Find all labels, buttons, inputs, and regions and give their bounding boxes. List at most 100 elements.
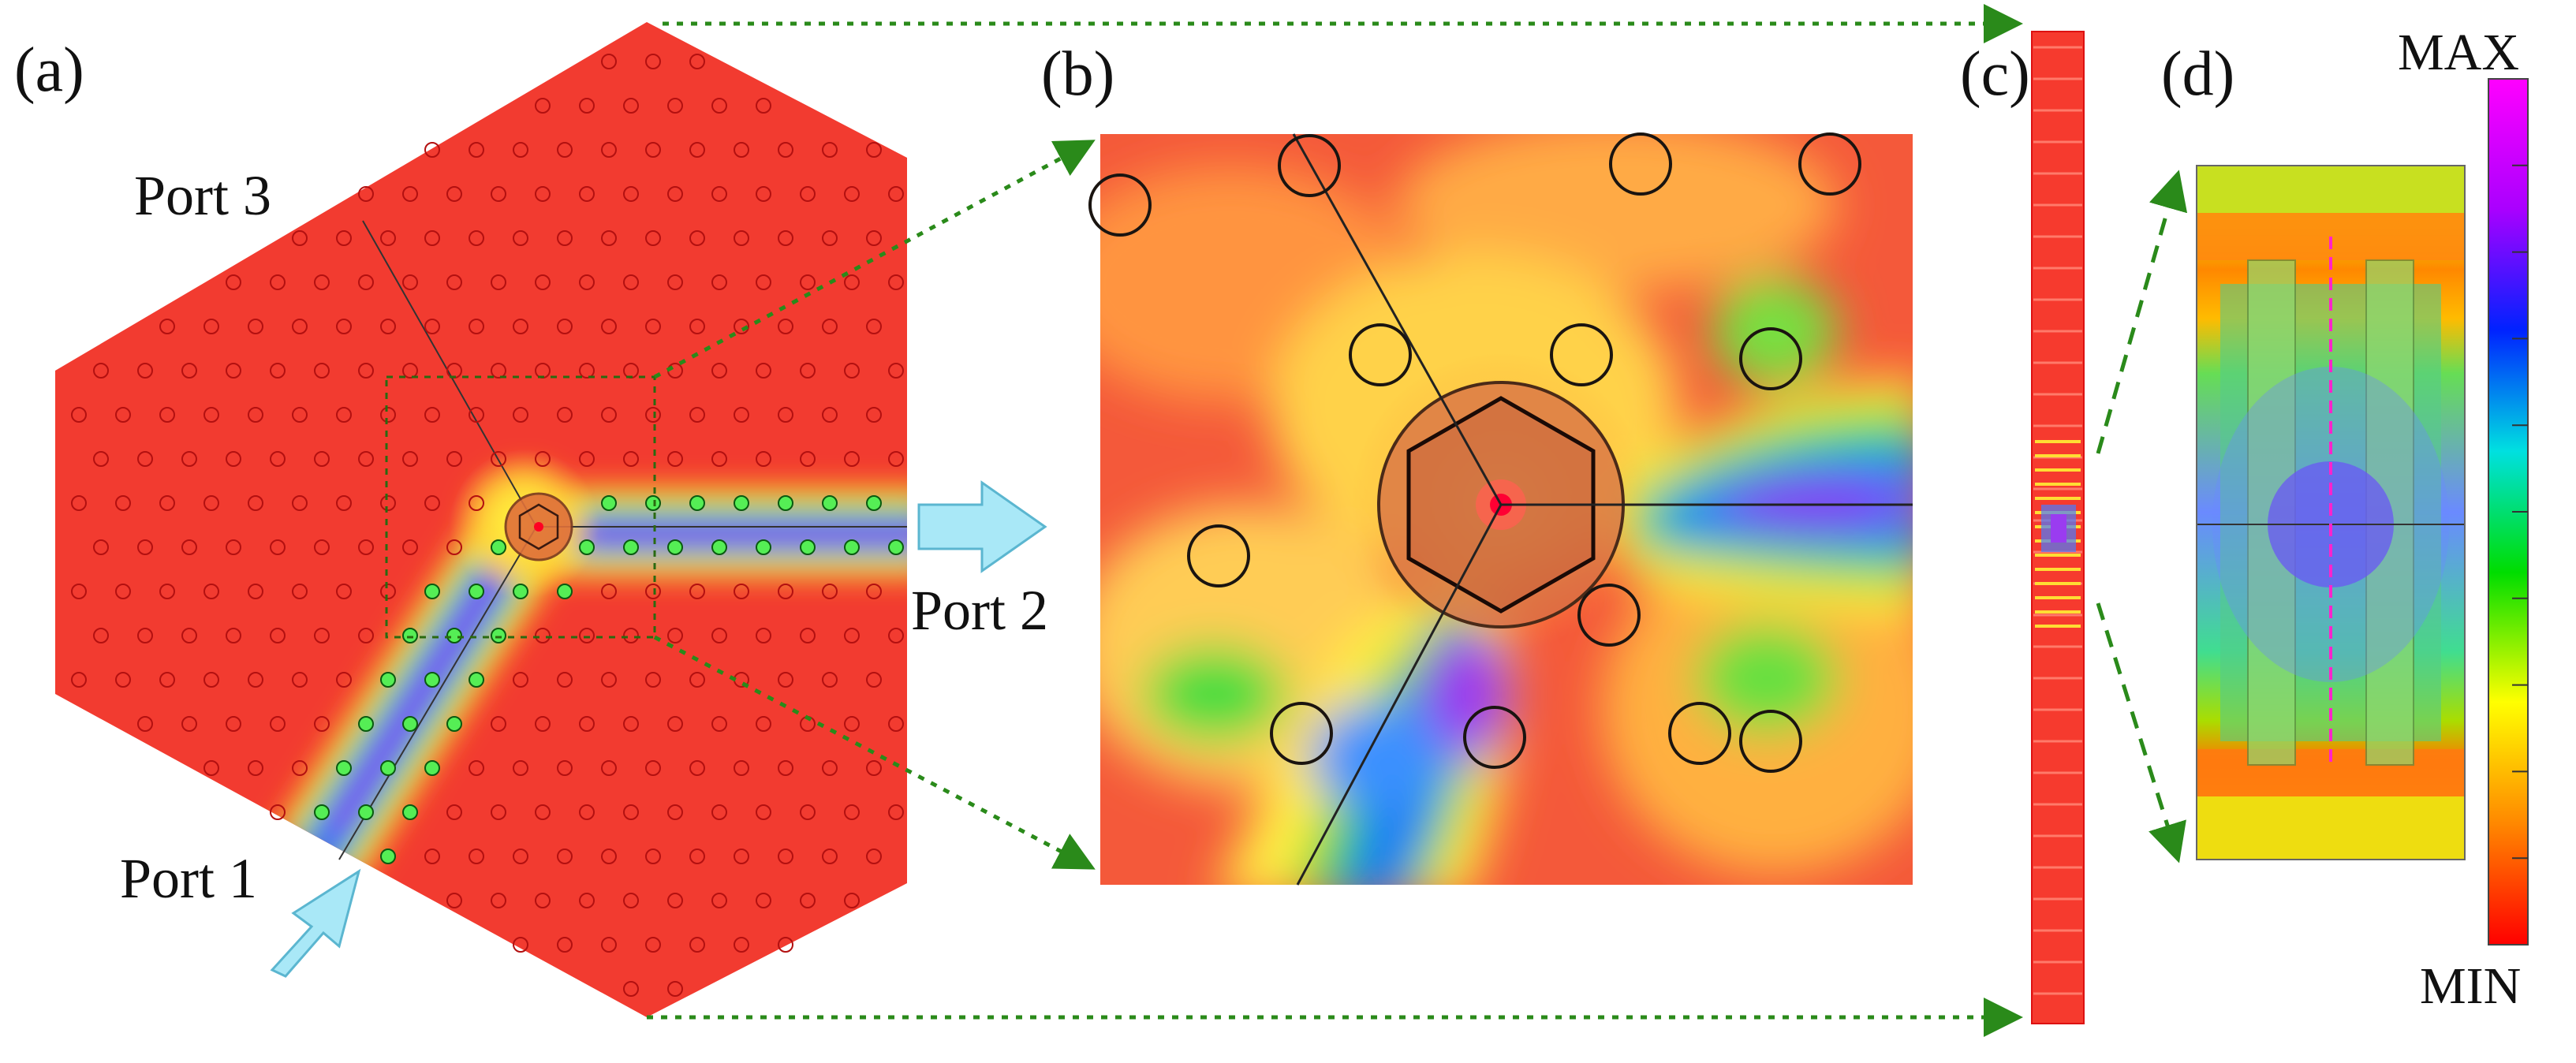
air-hole bbox=[557, 760, 573, 776]
zoom-air-holes bbox=[1088, 132, 1861, 773]
air-hole bbox=[380, 672, 396, 688]
air-hole bbox=[115, 407, 131, 423]
air-hole bbox=[778, 672, 793, 688]
panel-c-side-view bbox=[2031, 31, 2085, 1024]
air-hole bbox=[446, 539, 462, 555]
air-hole bbox=[248, 319, 263, 334]
zoom-air-hole bbox=[1278, 134, 1341, 197]
air-hole bbox=[336, 407, 352, 423]
air-hole bbox=[756, 804, 771, 820]
air-hole bbox=[623, 539, 639, 555]
air-hole bbox=[424, 142, 440, 158]
air-hole bbox=[491, 363, 506, 379]
air-hole bbox=[667, 804, 683, 820]
panel-b-label: (b) bbox=[1041, 39, 1114, 109]
zoom-region-box bbox=[385, 375, 656, 639]
air-hole bbox=[645, 230, 661, 246]
air-hole bbox=[292, 319, 308, 334]
air-hole bbox=[71, 407, 87, 423]
zoom-air-hole bbox=[1187, 524, 1250, 587]
port-1-arrow bbox=[270, 868, 361, 978]
air-hole bbox=[270, 274, 286, 290]
air-hole bbox=[667, 274, 683, 290]
air-hole bbox=[314, 539, 330, 555]
air-hole bbox=[778, 142, 793, 158]
air-hole bbox=[424, 849, 440, 864]
air-hole bbox=[778, 319, 793, 334]
air-hole bbox=[557, 319, 573, 334]
air-hole bbox=[248, 407, 263, 423]
air-hole bbox=[380, 319, 396, 334]
air-hole bbox=[137, 539, 153, 555]
air-hole bbox=[623, 186, 639, 202]
air-hole bbox=[579, 628, 595, 643]
air-hole bbox=[601, 584, 617, 599]
air-hole bbox=[469, 760, 484, 776]
air-hole bbox=[336, 495, 352, 511]
air-hole bbox=[402, 804, 418, 820]
air-hole bbox=[822, 584, 838, 599]
air-hole bbox=[822, 760, 838, 776]
port-2-arrow bbox=[917, 480, 1047, 573]
air-hole bbox=[579, 716, 595, 732]
air-hole bbox=[491, 539, 506, 555]
air-hole bbox=[778, 230, 793, 246]
air-hole bbox=[159, 407, 175, 423]
air-hole bbox=[645, 760, 661, 776]
air-hole bbox=[844, 893, 860, 908]
air-hole bbox=[292, 584, 308, 599]
air-hole bbox=[314, 628, 330, 643]
air-hole bbox=[535, 628, 551, 643]
air-hole bbox=[711, 804, 727, 820]
air-hole bbox=[888, 363, 904, 379]
port-1-label: Port 1 bbox=[120, 847, 257, 910]
air-hole bbox=[645, 319, 661, 334]
air-hole bbox=[623, 274, 639, 290]
air-hole bbox=[844, 363, 860, 379]
air-hole bbox=[800, 539, 816, 555]
air-hole bbox=[888, 716, 904, 732]
air-hole bbox=[137, 363, 153, 379]
air-hole bbox=[866, 407, 882, 423]
air-hole bbox=[226, 451, 241, 467]
air-hole bbox=[689, 319, 705, 334]
air-hole bbox=[446, 628, 462, 643]
air-hole bbox=[711, 363, 727, 379]
air-hole bbox=[358, 804, 374, 820]
air-hole bbox=[756, 274, 771, 290]
air-hole bbox=[866, 672, 882, 688]
air-hole bbox=[711, 274, 727, 290]
air-hole bbox=[800, 804, 816, 820]
air-hole bbox=[822, 319, 838, 334]
air-hole bbox=[358, 451, 374, 467]
air-hole bbox=[667, 98, 683, 114]
air-hole bbox=[778, 937, 793, 953]
air-hole bbox=[226, 274, 241, 290]
air-hole bbox=[535, 893, 551, 908]
air-hole bbox=[734, 230, 749, 246]
air-hole bbox=[711, 628, 727, 643]
air-hole bbox=[623, 981, 639, 997]
air-hole bbox=[601, 495, 617, 511]
air-hole bbox=[689, 760, 705, 776]
air-hole bbox=[601, 672, 617, 688]
air-hole bbox=[292, 672, 308, 688]
air-hole bbox=[557, 937, 573, 953]
air-hole bbox=[137, 451, 153, 467]
air-hole bbox=[446, 893, 462, 908]
air-hole bbox=[800, 451, 816, 467]
zoom-air-hole bbox=[1270, 702, 1333, 765]
air-hole bbox=[380, 849, 396, 864]
air-hole bbox=[248, 584, 263, 599]
port-3-label: Port 3 bbox=[134, 164, 271, 227]
air-hole bbox=[469, 672, 484, 688]
air-hole bbox=[93, 628, 109, 643]
air-hole bbox=[181, 539, 197, 555]
air-hole bbox=[734, 407, 749, 423]
air-hole bbox=[667, 539, 683, 555]
air-hole bbox=[623, 804, 639, 820]
air-hole bbox=[800, 893, 816, 908]
panel-d-cavity-view bbox=[2196, 165, 2466, 860]
air-hole bbox=[336, 584, 352, 599]
air-hole bbox=[270, 716, 286, 732]
